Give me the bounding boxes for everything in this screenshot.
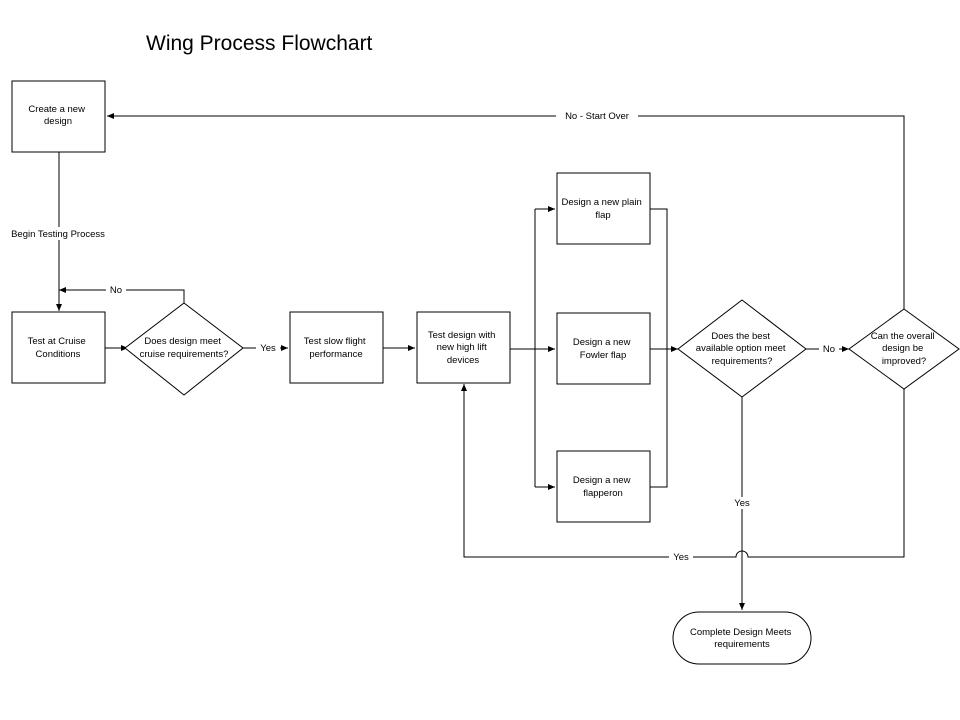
best-option-decision-diamond (677, 299, 807, 398)
best-option-line-3: requirements? (712, 356, 773, 367)
best-option-decision-text: Does the best available option meet requ… (696, 331, 788, 367)
fowler-flap-text: Design a new Fowler flap (573, 337, 633, 361)
test-high-lift-box (416, 311, 511, 384)
improve-line-2: design be (882, 343, 923, 354)
complete-text: Complete Design Meets requirements (690, 627, 794, 650)
create-design-text: Create a new design (28, 104, 87, 127)
edge-label-begin-testing: Begin Testing Process (11, 229, 105, 240)
test-cruise-line-1: Test at Cruise (28, 336, 86, 347)
flapperon-line-2: flapperon (583, 488, 623, 499)
complete-terminal (672, 611, 812, 665)
test-cruise-line-2: Conditions (36, 349, 81, 360)
test-cruise-text: Test at Cruise Conditions (28, 336, 89, 360)
connector-improve-yes (461, 384, 905, 558)
test-high-lift-line-2: new high lift (437, 342, 488, 353)
test-slow-text: Test slow flight performance (304, 336, 368, 360)
connector-cruise-no (59, 287, 185, 303)
create-design-line-1: Create a new (28, 104, 85, 115)
cruise-decision-line-1: Does design meet (144, 336, 221, 347)
improve-decision-text: Can the overall design be improved? (871, 331, 938, 367)
complete-line-1: Complete Design Meets (690, 627, 792, 638)
improve-line-1: Can the overall (871, 331, 935, 342)
test-slow-line-1: Test slow flight (304, 336, 366, 347)
test-cruise-box (11, 311, 106, 384)
test-high-lift-line-1: Test design with (428, 330, 496, 341)
fowler-flap-box (556, 312, 651, 385)
edge-label-improve-yes: Yes (673, 552, 689, 563)
fowler-flap-line-2: Fowler flap (580, 350, 626, 361)
best-option-line-2: available option meet (696, 343, 786, 354)
edge-label-best-no: No (823, 344, 835, 355)
cruise-decision-line-2: cruise requirements? (140, 349, 229, 360)
fowler-flap-line-1: Design a new (573, 337, 631, 348)
plain-flap-line-1: Design a new plain (562, 197, 642, 208)
test-slow-box (289, 311, 384, 384)
edge-label-best-yes: Yes (734, 498, 750, 509)
flapperon-text: Design a new flapperon (573, 475, 633, 499)
connector-improve-no (107, 113, 905, 309)
cruise-decision-diamond (124, 302, 244, 396)
complete-line-2: requirements (714, 639, 770, 650)
test-high-lift-text: Test design with new high lift devices (428, 330, 498, 366)
plain-flap-box (556, 172, 651, 245)
edge-label-cruise-no: No (110, 285, 122, 296)
edge-label-improve-no: No - Start Over (565, 111, 629, 122)
connector-merge-plain (650, 208, 668, 488)
improve-line-3: improved? (882, 356, 926, 367)
best-option-line-1: Does the best (711, 331, 770, 342)
improve-decision-diamond (848, 308, 960, 390)
flapperon-line-1: Design a new (573, 475, 631, 486)
plain-flap-line-2: flap (595, 210, 610, 221)
create-design-box (11, 80, 106, 153)
page-title: Wing Process Flowchart (146, 32, 373, 55)
cruise-decision-text: Does design meet cruise requirements? (140, 336, 229, 360)
test-high-lift-line-3: devices (447, 355, 479, 366)
edge-label-cruise-yes: Yes (260, 343, 276, 354)
test-slow-line-2: performance (309, 349, 362, 360)
flapperon-box (556, 450, 651, 523)
create-design-line-2: design (44, 116, 72, 127)
plain-flap-text: Design a new plain flap (562, 197, 645, 221)
